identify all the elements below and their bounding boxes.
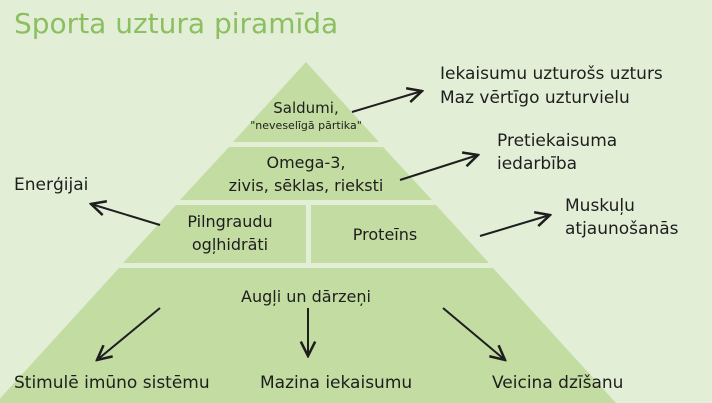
effect-protein-line2: atjaunošanās [565, 219, 679, 239]
tier-fruit-label: Augļi un dārzeņi [241, 287, 371, 306]
effect-healing: Veicina dzīšanu [492, 373, 624, 393]
tier-sweets-line2: "neveselīgā pārtika" [250, 119, 362, 132]
arrow-sweets [351, 91, 422, 113]
tier-omega-label: Omega-3, zivis, sēklas, rieksti [229, 151, 384, 197]
effect-omega-line2: iedarbība [497, 154, 578, 174]
effect-protein-line1: Muskuļu [565, 196, 635, 216]
page-title: Sporta uztura piramīda [14, 7, 339, 40]
arrow-grains [91, 204, 161, 226]
effect-sweets-line1: Iekaisumu uzturošs uzturs [440, 64, 663, 84]
arrow-immune [97, 307, 161, 360]
tier-omega-line1: Omega-3, [266, 153, 346, 172]
pyramid-tier-sweets [233, 62, 379, 142]
arrow-healing [442, 307, 505, 360]
effect-grains: Enerģijai [14, 175, 89, 195]
effect-sweets: Iekaisumu uzturošs uzturs Maz vērtīgo uz… [440, 62, 663, 110]
tier-sweets-line1: Saldumi, [273, 99, 339, 117]
arrow-protein [479, 215, 550, 237]
effect-inflammation: Mazina iekaisumu [260, 373, 413, 393]
tier-protein-label: Proteīns [352, 225, 418, 244]
pyramid-tier-grains [123, 205, 306, 263]
tier-omega-line2: zivis, sēklas, rieksti [228, 176, 384, 195]
arrow-omega [399, 155, 478, 181]
effect-protein: Muskuļu atjaunošanās [565, 195, 679, 241]
tier-grains-line2: ogļhidrāti [191, 235, 269, 254]
tier-grains-label: Pilngraudu ogļhidrāti [187, 210, 272, 256]
tier-sweets-label: Saldumi, "neveselīgā pārtika" [250, 98, 362, 134]
effect-sweets-line2: Maz vērtīgo uzturvielu [440, 88, 630, 108]
pyramid-tier-protein [311, 205, 489, 263]
pyramid-tier-omega [180, 147, 432, 200]
effect-immune: Stimulē imūno sistēmu [14, 373, 210, 393]
effect-omega-line1: Pretiekaisuma [497, 131, 618, 151]
effect-omega: Pretiekaisuma iedarbība [497, 130, 617, 176]
tier-grains-line1: Pilngraudu [187, 212, 273, 231]
